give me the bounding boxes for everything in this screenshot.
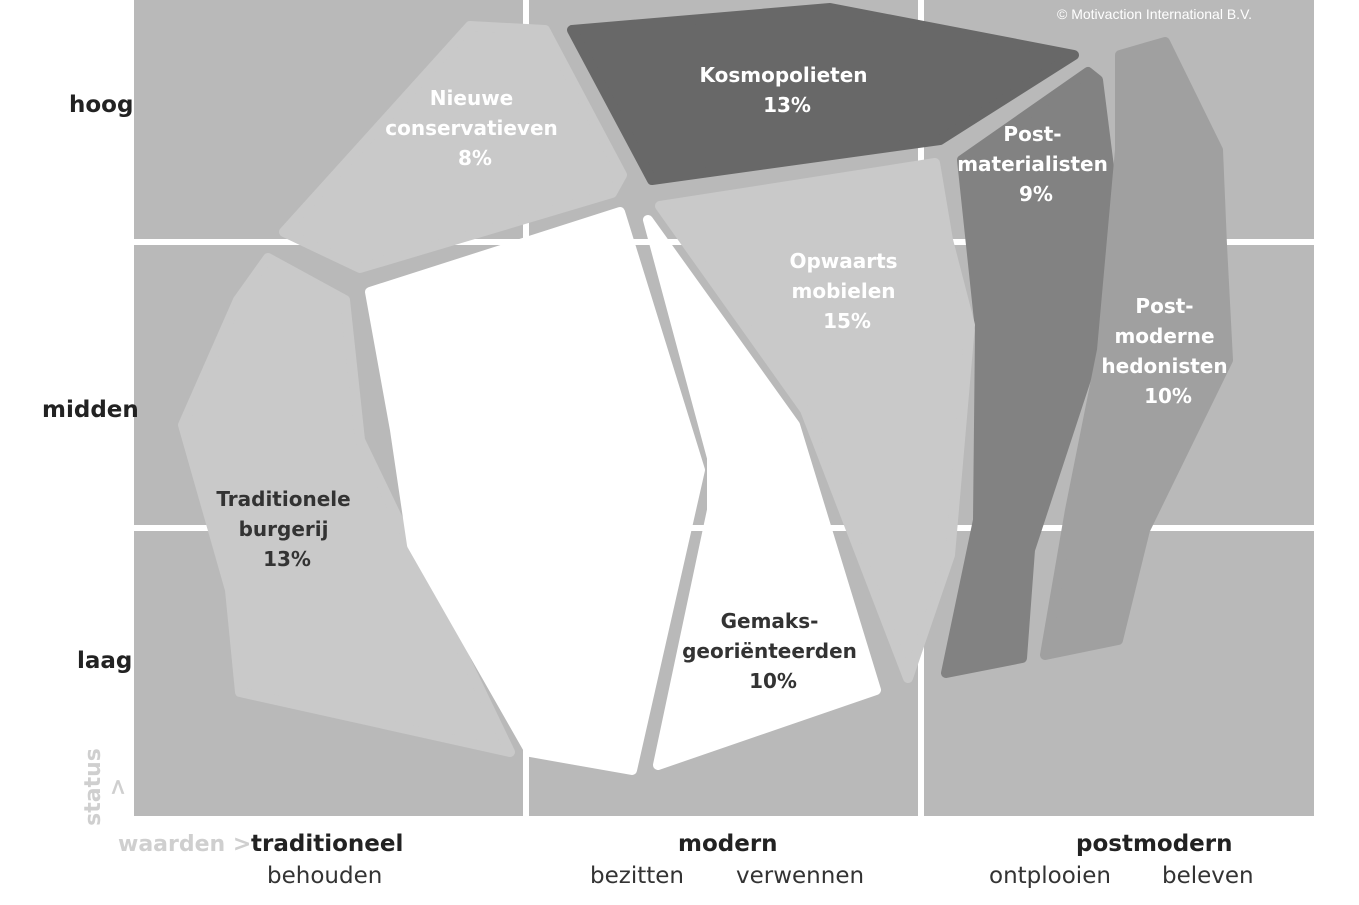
segment-shapes: [178, 3, 1233, 775]
column-sub-behouden: behouden: [267, 863, 383, 889]
segment-labels: Nieuwe conservatieven 8% Kosmopolieten 1…: [216, 63, 1234, 693]
column-heading-modern: modern: [678, 831, 778, 857]
shape-opwaarts-mobielen: [655, 158, 975, 683]
label-postmoderne-hedonisten: Post- moderne hedonisten 10%: [1101, 294, 1234, 408]
shape-traditionele-burgerij: [178, 253, 515, 757]
column-heading-postmodern: postmodern: [1076, 831, 1233, 857]
label-postmaterialisten: Post- materialisten 9%: [957, 122, 1115, 206]
status-level-midden: midden: [42, 397, 139, 423]
column-sub-ontplooien: ontplooien: [989, 863, 1111, 889]
shape-kosmopolieten: [567, 3, 1079, 185]
label-nieuwe-conservatieven: Nieuwe conservatieven 8%: [385, 86, 565, 170]
shape-postmaterialisten: [941, 67, 1115, 678]
label-opwaarts-mobielen: Opwaarts mobielen 15%: [789, 249, 904, 333]
status-axis-label: status >: [81, 748, 131, 826]
shape-nieuwe-conservatieven: [279, 21, 627, 273]
copyright-notice: © Motivaction International B.V.: [1057, 6, 1253, 22]
shape-gemaksgeorienteerden-right: [643, 215, 881, 770]
status-level-laag: laag: [77, 648, 133, 674]
column-heading-traditioneel: traditioneel: [251, 831, 404, 857]
shape-postmoderne-hedonisten: [1040, 37, 1233, 660]
column-sub-bezitten: bezitten: [590, 863, 684, 889]
label-gemaksgeorienteerden: Gemaks- georiënteerden 10%: [682, 609, 864, 693]
label-kosmopolieten: Kosmopolieten 13%: [699, 63, 874, 117]
column-sub-verwennen: verwennen: [736, 863, 865, 889]
status-level-hoog: hoog: [69, 92, 134, 118]
column-sub-beleven: beleven: [1162, 863, 1254, 889]
label-traditionele-burgerij: Traditionele burgerij 13%: [216, 487, 357, 571]
values-axis-label: waarden >: [118, 832, 252, 857]
shape-gemaksgeorienteerden-left: [365, 207, 705, 775]
